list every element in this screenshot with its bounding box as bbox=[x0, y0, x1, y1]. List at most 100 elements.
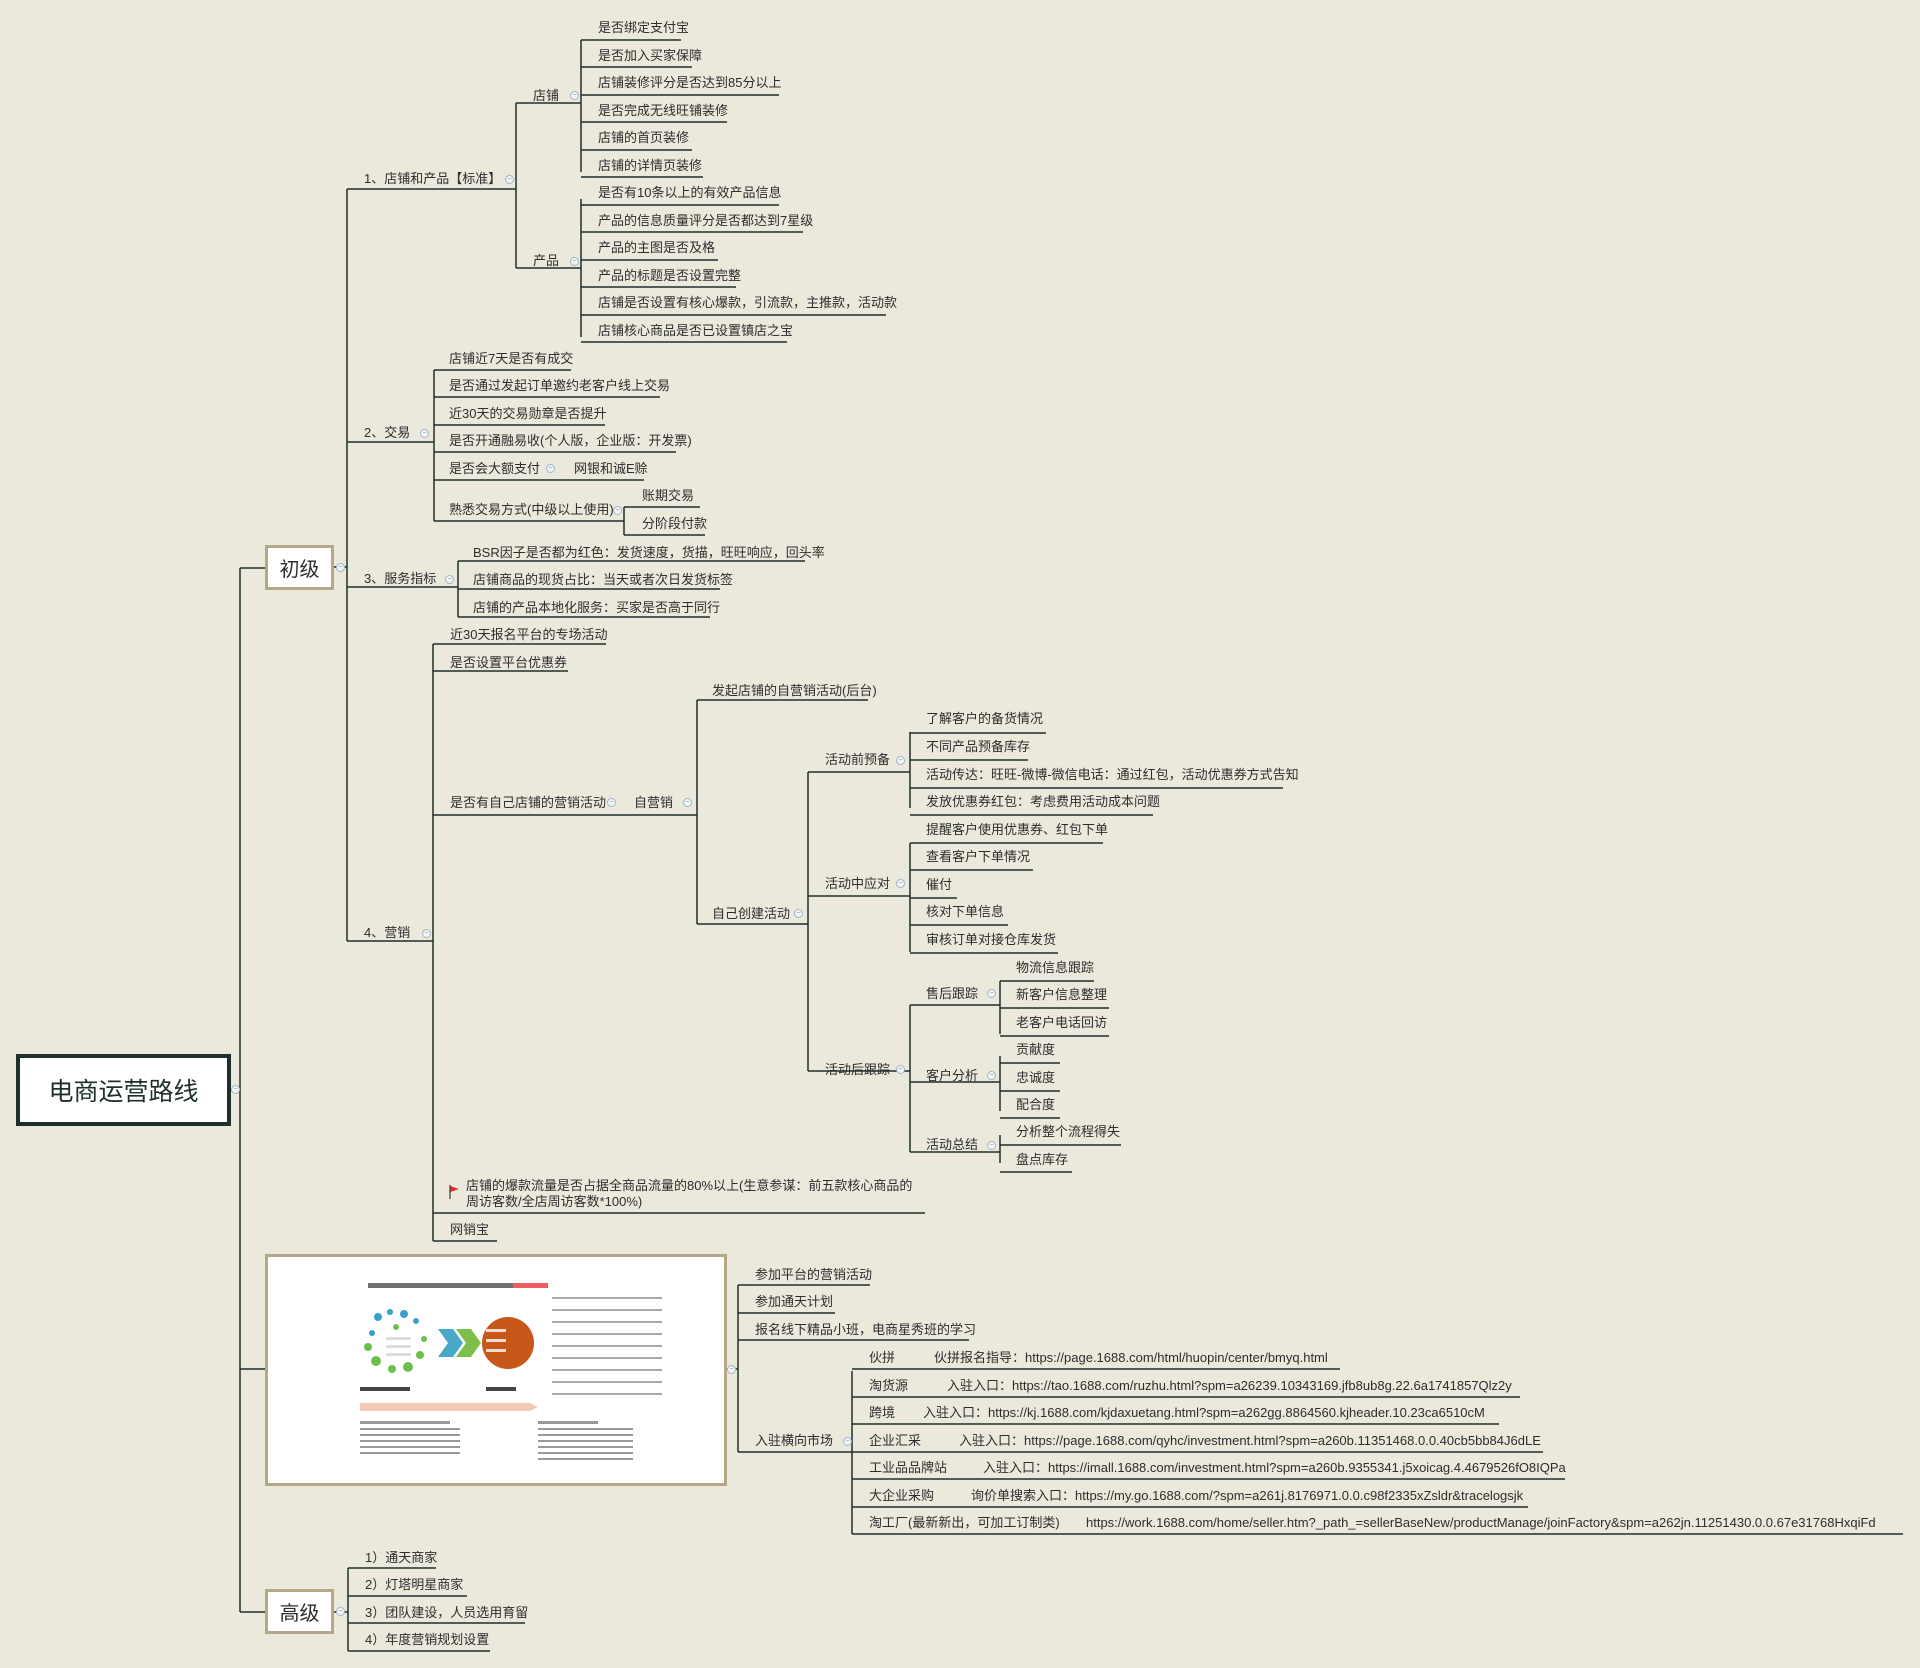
collapse-toggle[interactable]: − bbox=[896, 879, 905, 888]
market-name[interactable]: 工业品品牌站 bbox=[869, 1460, 948, 1475]
jiaoyi-item[interactable]: 近30天的交易勋章是否提升 bbox=[449, 406, 607, 421]
collapse-toggle[interactable]: − bbox=[336, 1607, 345, 1616]
chanpin-item[interactable]: 产品的标题是否设置完整 bbox=[598, 268, 742, 283]
node-ziyingxiao[interactable]: 自营销 bbox=[634, 795, 674, 810]
node-chanpin[interactable]: 产品 bbox=[533, 253, 560, 268]
collapse-toggle[interactable]: − bbox=[987, 1141, 996, 1150]
qian-item[interactable]: 发放优惠券红包：考虑费用活动成本问题 bbox=[926, 794, 1161, 809]
level-chuji[interactable]: 初级 bbox=[265, 545, 334, 590]
collapse-toggle[interactable]: − bbox=[607, 798, 616, 807]
collapse-toggle[interactable]: − bbox=[613, 506, 622, 515]
yingxiao-item[interactable]: 店铺的爆款流量是否占据全商品流量的80%以上(生意参谋：前五款核心商品的周访客数… bbox=[466, 1178, 913, 1209]
jiaoyi-item[interactable]: 是否开通融易收(个人版，企业版：开发票) bbox=[449, 433, 692, 448]
dianpu-item[interactable]: 店铺装修评分是否达到85分以上 bbox=[598, 75, 782, 90]
qian-item[interactable]: 不同产品预备库存 bbox=[926, 739, 1031, 754]
zhongji-item[interactable]: 参加通天计划 bbox=[755, 1294, 834, 1309]
gaoji-item[interactable]: 3）团队建设，人员选用育留 bbox=[365, 1605, 529, 1620]
collapse-toggle[interactable]: − bbox=[570, 91, 579, 100]
collapse-toggle[interactable]: − bbox=[794, 909, 803, 918]
fuwu-item[interactable]: BSR因子是否都为红色：发货速度，货描，旺旺响应，回头率 bbox=[473, 545, 825, 560]
level-gaoji[interactable]: 高级 bbox=[265, 1589, 334, 1634]
collapse-toggle[interactable]: − bbox=[896, 756, 905, 765]
collapse-toggle[interactable]: − bbox=[420, 429, 429, 438]
market-link[interactable]: 入驻入口：https://tao.1688.com/ruzhu.html?spm… bbox=[947, 1378, 1512, 1393]
shouhou-item[interactable]: 物流信息跟踪 bbox=[1016, 960, 1095, 975]
section-fuwu[interactable]: 3、服务指标 bbox=[364, 571, 437, 586]
collapse-toggle[interactable]: − bbox=[422, 929, 431, 938]
collapse-toggle[interactable]: − bbox=[445, 575, 454, 584]
zhong-item[interactable]: 查看客户下单情况 bbox=[926, 849, 1031, 864]
chanpin-item[interactable]: 店铺是否设置有核心爆款，引流款，主推款，活动款 bbox=[598, 295, 898, 310]
node-huodong-zongjie[interactable]: 活动总结 bbox=[926, 1137, 979, 1152]
dianpu-item[interactable]: 是否加入买家保障 bbox=[598, 48, 703, 63]
jiaoyi-fangshi-item[interactable]: 分阶段付款 bbox=[642, 516, 708, 531]
collapse-toggle[interactable]: − bbox=[896, 1065, 905, 1074]
zhongji-item[interactable]: 报名线下精品小班，电商星秀班的学习 bbox=[755, 1322, 977, 1337]
dianpu-item[interactable]: 是否完成无线旺铺装修 bbox=[598, 103, 729, 118]
zhong-item[interactable]: 提醒客户使用优惠券、红包下单 bbox=[926, 822, 1109, 837]
zongjie-item[interactable]: 分析整个流程得失 bbox=[1016, 1124, 1121, 1139]
jiaoyi-fangshi-item[interactable]: 账期交易 bbox=[642, 488, 695, 503]
fuwu-item[interactable]: 店铺的产品本地化服务：买家是否高于同行 bbox=[473, 600, 721, 615]
collapse-toggle[interactable]: − bbox=[570, 257, 579, 266]
yingxiao-item[interactable]: 近30天报名平台的专场活动 bbox=[450, 627, 608, 642]
chanpin-item[interactable]: 店铺核心商品是否已设置镇店之宝 bbox=[598, 323, 794, 338]
section-jiaoyi[interactable]: 2、交易 bbox=[364, 425, 411, 440]
collapse-toggle[interactable]: − bbox=[843, 1437, 852, 1446]
fenxi-item[interactable]: 贡献度 bbox=[1016, 1042, 1056, 1057]
zhongji-item[interactable]: 参加平台的营销活动 bbox=[755, 1267, 873, 1282]
fenxi-item[interactable]: 忠诚度 bbox=[1016, 1070, 1056, 1085]
zhong-item[interactable]: 催付 bbox=[926, 877, 953, 892]
market-link[interactable]: 询价单搜索入口：https://my.go.1688.com/?spm=a261… bbox=[971, 1488, 1524, 1503]
collapse-toggle[interactable]: − bbox=[727, 1365, 736, 1374]
collapse-toggle[interactable]: − bbox=[231, 1085, 240, 1094]
root-topic[interactable]: 电商运营路线 bbox=[16, 1054, 231, 1126]
market-link[interactable]: 入驻入口：https://imall.1688.com/investment.h… bbox=[983, 1460, 1566, 1475]
collapse-toggle[interactable]: − bbox=[505, 175, 514, 184]
dianpu-item[interactable]: 是否绑定支付宝 bbox=[598, 20, 690, 35]
zhongji-item[interactable]: 入驻横向市场 bbox=[755, 1433, 834, 1448]
node-huodong-hou[interactable]: 活动后跟踪 bbox=[825, 1062, 891, 1077]
zhong-item[interactable]: 审核订单对接仓库发货 bbox=[926, 932, 1057, 947]
fuwu-item[interactable]: 店铺商品的现货占比：当天或者次日发货标签 bbox=[473, 572, 734, 587]
node-huodong-zhong[interactable]: 活动中应对 bbox=[825, 876, 891, 891]
market-name[interactable]: 大企业采购 bbox=[869, 1488, 935, 1503]
shouhou-item[interactable]: 老客户电话回访 bbox=[1016, 1015, 1108, 1030]
market-link[interactable]: 入驻入口：https://kj.1688.com/kjdaxuetang.htm… bbox=[923, 1405, 1485, 1420]
section-dianpu-chanpin[interactable]: 1、店铺和产品【标准】 bbox=[364, 171, 502, 186]
jiaoyi-item[interactable]: 是否会大额支付 bbox=[449, 461, 541, 476]
market-link[interactable]: 伙拼报名指导：https://page.1688.com/html/huopin… bbox=[934, 1350, 1328, 1365]
collapse-toggle[interactable]: − bbox=[683, 798, 692, 807]
market-name[interactable]: 伙拼 bbox=[869, 1350, 896, 1365]
collapse-toggle[interactable]: − bbox=[987, 989, 996, 998]
node-kehu-fenxi[interactable]: 客户分析 bbox=[926, 1068, 979, 1083]
yingxiao-item[interactable]: 是否设置平台优惠券 bbox=[450, 655, 568, 670]
qian-item[interactable]: 活动传达：旺旺-微博-微信电话：通过红包，活动优惠券方式告知 bbox=[926, 767, 1299, 782]
ziyingxiao-faqi[interactable]: 发起店铺的自营销活动(后台) bbox=[712, 683, 877, 698]
section-yingxiao[interactable]: 4、营销 bbox=[364, 925, 411, 940]
fenxi-item[interactable]: 配合度 bbox=[1016, 1097, 1056, 1112]
market-link[interactable]: 入驻入口：https://page.1688.com/qyhc/investme… bbox=[959, 1433, 1541, 1448]
dianpu-item[interactable]: 店铺的首页装修 bbox=[598, 130, 690, 145]
embedded-image[interactable] bbox=[265, 1254, 727, 1486]
ziyingxiao-chuangjian[interactable]: 自己创建活动 bbox=[712, 906, 791, 921]
market-name[interactable]: 淘货源 bbox=[869, 1378, 909, 1393]
jiaoyi-item[interactable]: 是否通过发起订单邀约老客户线上交易 bbox=[449, 378, 671, 393]
chanpin-item[interactable]: 产品的信息质量评分是否都达到7星级 bbox=[598, 213, 814, 228]
jiaoyi-item[interactable]: 店铺近7天是否有成交 bbox=[449, 351, 574, 366]
dianpu-item[interactable]: 店铺的详情页装修 bbox=[598, 158, 703, 173]
shouhou-item[interactable]: 新客户信息整理 bbox=[1016, 987, 1108, 1002]
collapse-toggle[interactable]: − bbox=[546, 464, 555, 473]
zhong-item[interactable]: 核对下单信息 bbox=[926, 904, 1005, 919]
daedu-child[interactable]: 网银和诚E赊 bbox=[574, 461, 648, 476]
chanpin-item[interactable]: 是否有10条以上的有效产品信息 bbox=[598, 185, 782, 200]
qian-item[interactable]: 了解客户的备货情况 bbox=[926, 711, 1044, 726]
jiaoyi-item[interactable]: 熟悉交易方式(中级以上使用) bbox=[449, 502, 614, 517]
market-link[interactable]: https://work.1688.com/home/seller.htm?_p… bbox=[1086, 1515, 1876, 1530]
gaoji-item[interactable]: 2）灯塔明星商家 bbox=[365, 1577, 464, 1592]
gaoji-item[interactable]: 4）年度营销规划设置 bbox=[365, 1632, 490, 1647]
node-dianpu[interactable]: 店铺 bbox=[533, 88, 560, 103]
yingxiao-item[interactable]: 网销宝 bbox=[450, 1222, 490, 1237]
node-shouhou[interactable]: 售后跟踪 bbox=[926, 986, 979, 1001]
yingxiao-item[interactable]: 是否有自己店铺的营销活动 bbox=[450, 795, 607, 810]
